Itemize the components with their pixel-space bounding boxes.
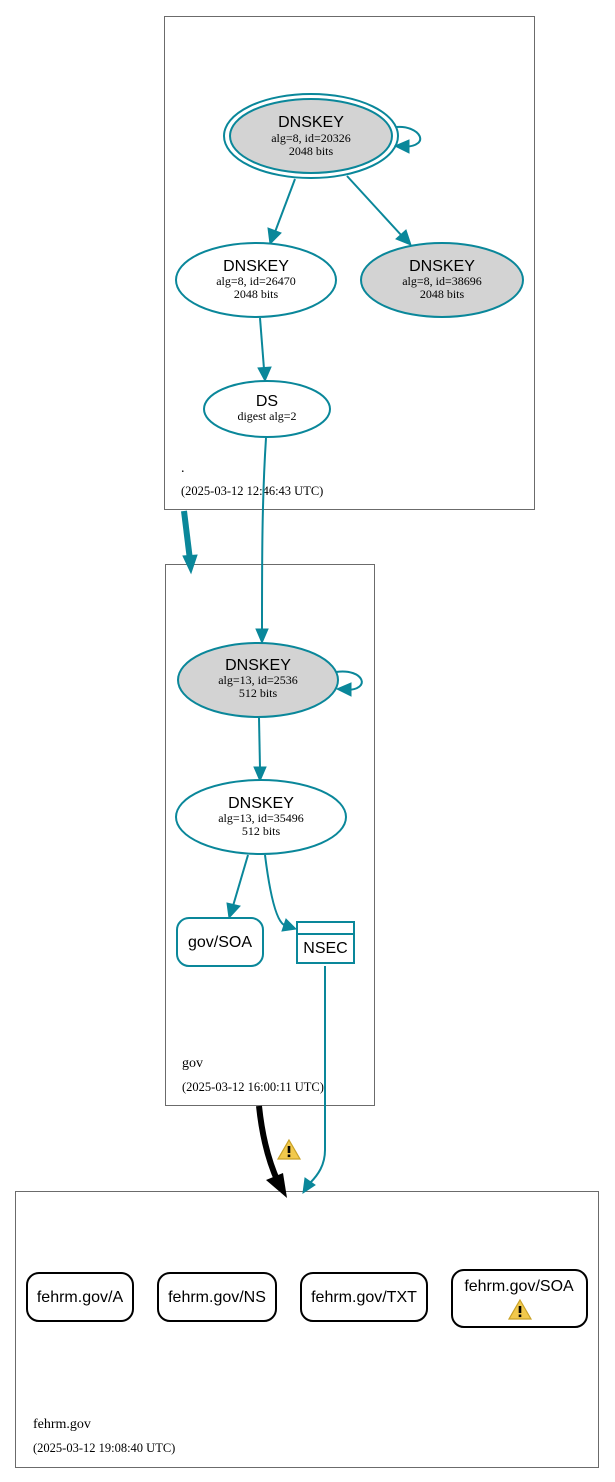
arrow-ds-gov-ksk [255,628,269,645]
node-gov-zsk-title: DNSKEY [228,795,294,812]
edge-gov-ksk-self [335,670,363,691]
zone-fehrm-timestamp: (2025-03-12 19:08:40 UTC) [33,1441,175,1455]
record-fehrm-ns-shape [157,1272,277,1322]
record-fehrm-txt-label: fehrm.gov/TXT [311,1289,417,1306]
arrow-root-ksk-self [393,139,410,154]
node-root-ds-shape [203,380,331,438]
record-fehrm-soa[interactable]: fehrm.gov/SOA [451,1269,588,1328]
record-fehrm-ns-label: fehrm.gov/NS [168,1289,266,1306]
node-root-key3-line1: alg=8, id=38696 [402,274,482,288]
node-gov-ksk-shape [177,642,339,718]
edge-gov-zsk-nsec [264,854,285,926]
record-fehrm-ns[interactable]: fehrm.gov/NS [157,1272,277,1322]
zone-fehrm: fehrm.gov (2025-03-12 19:08:40 UTC) [15,1191,599,1468]
edge-gov-ksk-zsk [258,717,261,769]
node-root-zsk-line2: 2048 bits [234,287,279,301]
edge-gov-zsk-soa [232,854,249,907]
node-gov-soa-label: gov/SOA [188,934,252,951]
node-gov-soa[interactable]: gov/SOA [176,917,264,967]
node-gov-zsk-shape [175,779,347,855]
record-fehrm-soa-shape [451,1269,588,1328]
node-root-ds-line1: digest alg=2 [237,409,296,423]
node-root-key3-shape [360,242,524,318]
arrow-root-zsk-ds [257,366,272,383]
node-root-key3-line2: 2048 bits [420,287,465,301]
arrow-gov-ksk-self [335,682,352,697]
node-gov-zsk[interactable]: DNSKEY alg=13, id=35496 512 bits [175,779,347,855]
record-fehrm-txt-shape [300,1272,428,1322]
arrow-gov-zsk-soa [226,902,241,920]
arrow-root-ksk-key3 [395,229,412,246]
warning-icon[interactable] [277,1139,301,1160]
node-root-zsk-shape [175,242,337,318]
zone-gov-timestamp: (2025-03-12 16:00:11 UTC) [182,1080,324,1094]
node-root-ksk[interactable]: DNSKEY alg=8, id=20326 2048 bits [223,93,399,179]
arrow-root-ksk-zsk [267,227,282,246]
edge-root-ksk-self [395,125,422,148]
edge-root-ksk-zsk [274,178,296,233]
record-fehrm-soa-label: fehrm.gov/SOA [464,1278,574,1295]
zone-fehrm-name: fehrm.gov [33,1417,91,1432]
node-root-ksk-line1: alg=8, id=20326 [271,131,351,145]
node-root-zsk[interactable]: DNSKEY alg=8, id=26470 2048 bits [175,242,337,318]
node-gov-nsec-label: NSEC [303,940,347,957]
zone-root-timestamp: (2025-03-12 12:46:43 UTC) [181,484,323,498]
record-fehrm-txt[interactable]: fehrm.gov/TXT [300,1272,428,1322]
node-root-ksk-title: DNSKEY [278,114,344,131]
zone-root-name: . [181,461,185,476]
arrow-gov-zsk-nsec [281,918,298,932]
record-fehrm-a-shape [26,1272,134,1322]
edge-root-zsk-ds [259,317,265,370]
arrow-delegation-gov-fehrm [266,1173,287,1198]
arrow-nsec-fehrm [302,1177,316,1195]
node-root-ds[interactable]: DS digest alg=2 [203,380,331,438]
record-fehrm-a[interactable]: fehrm.gov/A [26,1272,134,1322]
node-gov-soa-shape [176,917,264,967]
node-gov-zsk-line2: 512 bits [242,824,281,838]
edge-root-ksk-key3 [346,175,403,237]
node-root-zsk-line1: alg=8, id=26470 [216,274,296,288]
node-root-key3[interactable]: DNSKEY alg=8, id=38696 2048 bits [360,242,524,318]
node-gov-zsk-line1: alg=13, id=35496 [218,811,304,825]
node-gov-ksk-line2: 512 bits [239,686,278,700]
node-root-ksk-outer [223,93,399,179]
edge-delegation-gov-fehrm [256,1105,281,1184]
zone-gov-name: gov [182,1056,203,1071]
edge-nsec-fehrm [309,966,326,1184]
node-gov-nsec-shape [296,921,355,964]
node-gov-ksk[interactable]: DNSKEY alg=13, id=2536 512 bits [177,642,339,718]
arrow-delegation-root-gov [182,554,198,575]
node-root-ksk-line2: 2048 bits [289,144,334,158]
zone-fehrm-box [15,1191,599,1468]
node-gov-nsec[interactable]: NSEC [296,921,355,964]
node-gov-ksk-title: DNSKEY [225,657,291,674]
node-root-key3-title: DNSKEY [409,258,475,275]
edge-delegation-root-gov [181,510,193,561]
node-gov-ksk-line1: alg=13, id=2536 [218,673,298,687]
node-root-zsk-title: DNSKEY [223,258,289,275]
edge-ds-gov-ksk [261,437,267,631]
node-root-ksk-shape [229,98,393,174]
arrow-gov-ksk-zsk [253,766,267,783]
record-fehrm-a-label: fehrm.gov/A [37,1289,124,1306]
node-root-ds-title: DS [256,393,278,410]
